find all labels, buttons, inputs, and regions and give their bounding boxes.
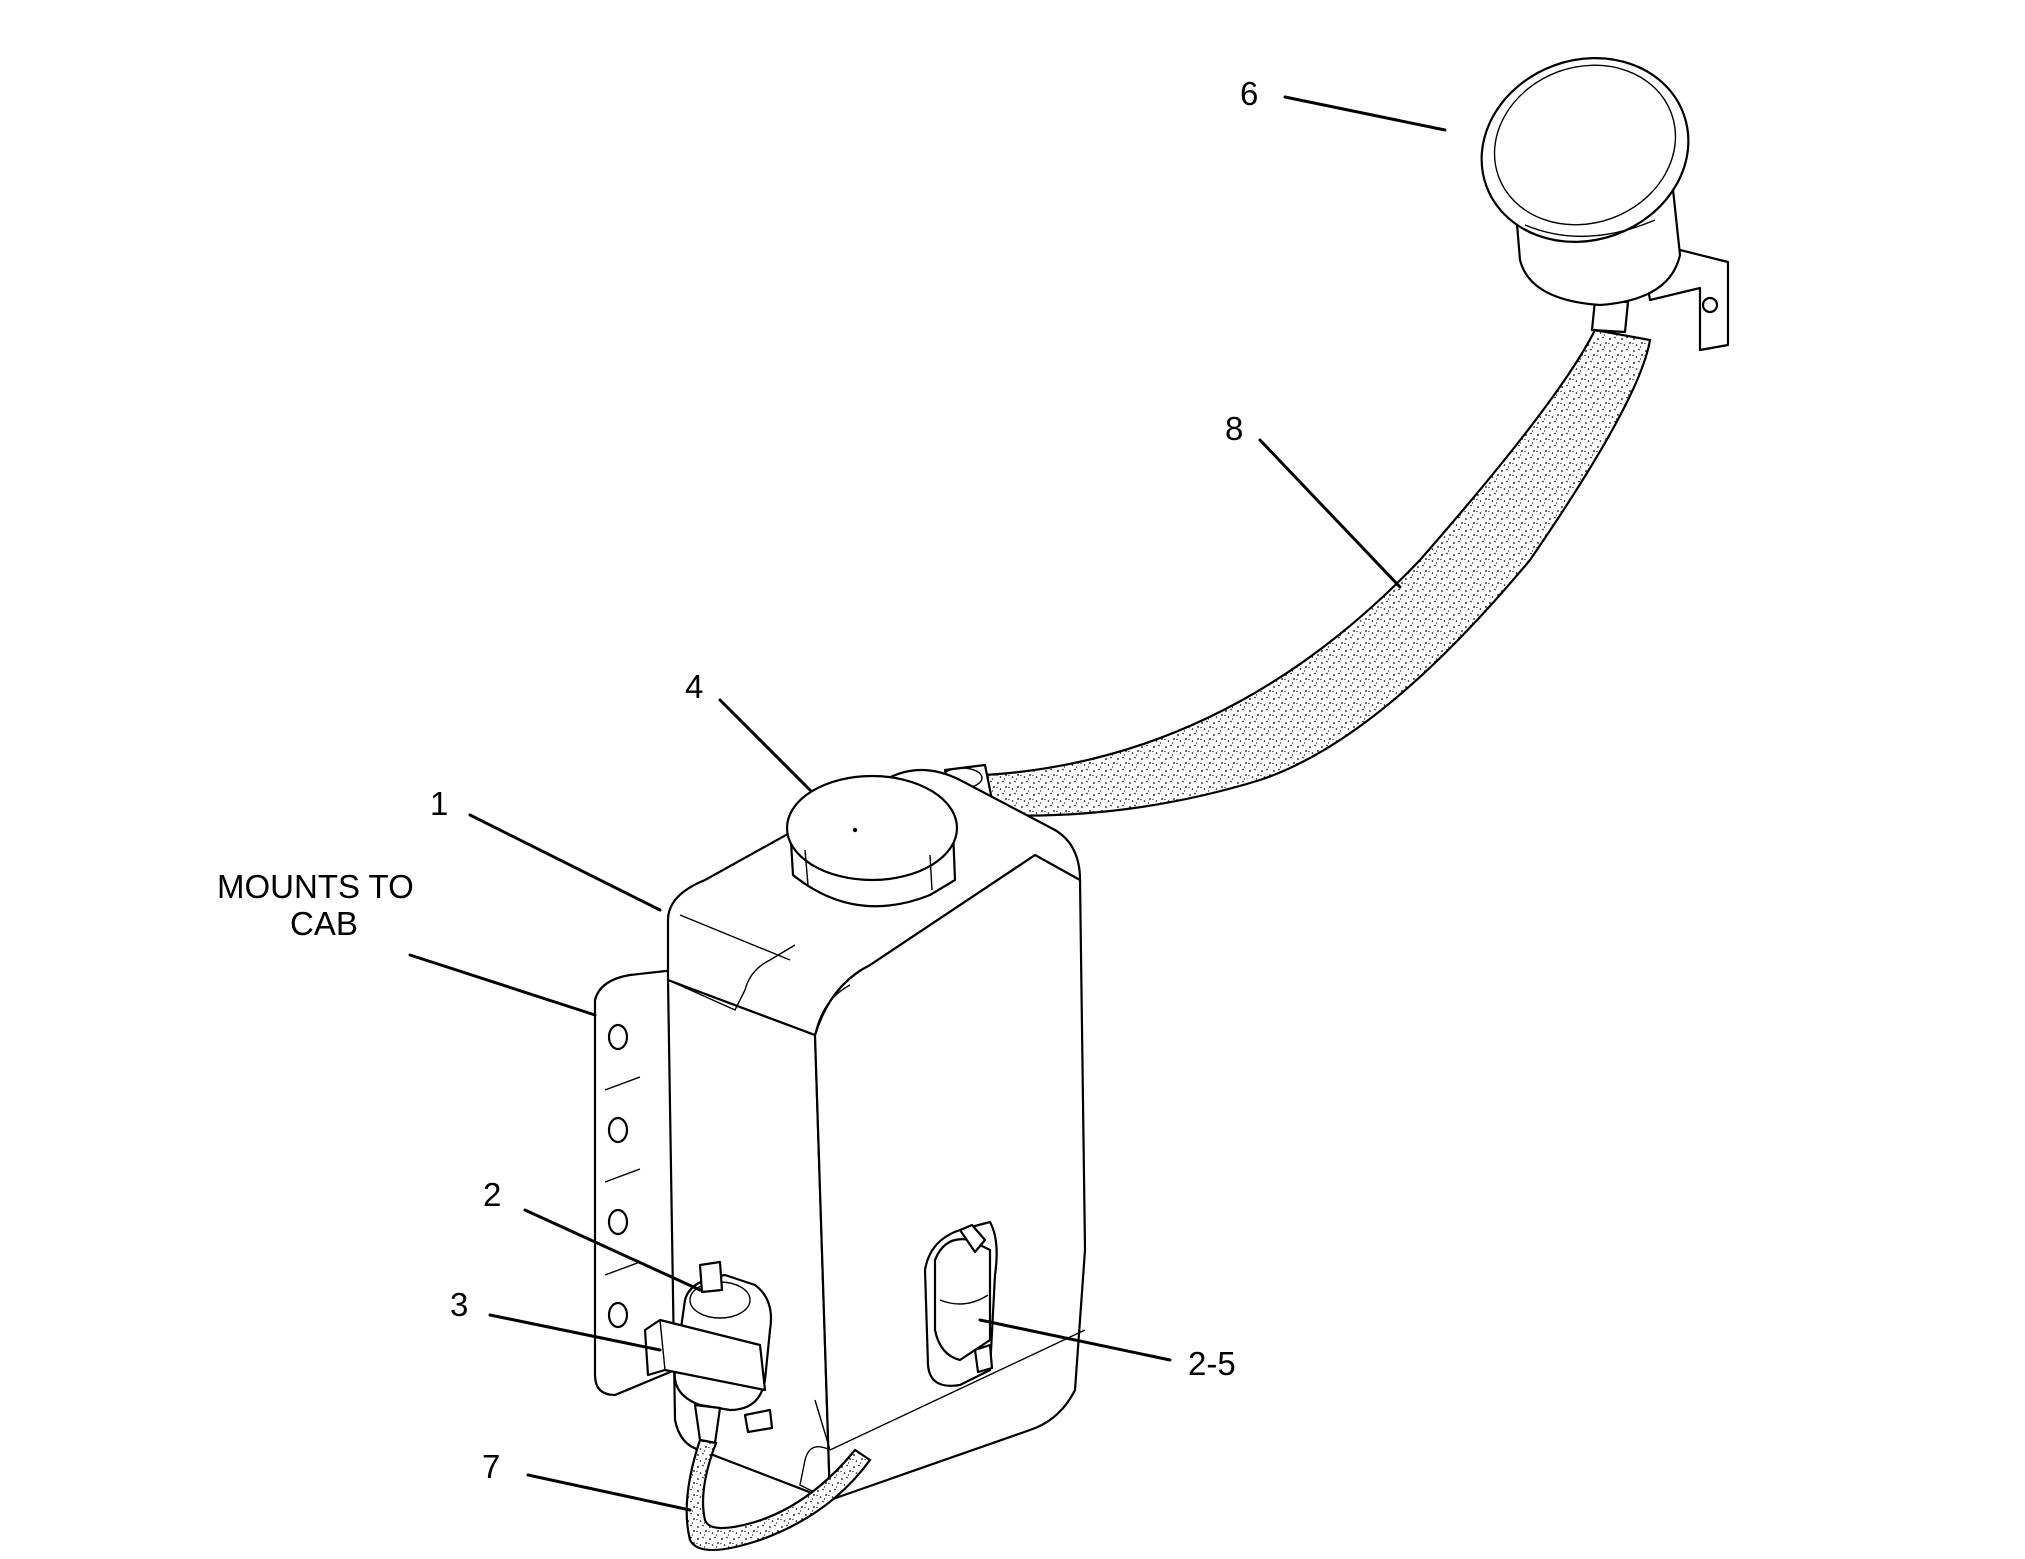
- callout-6: 6: [1240, 75, 1258, 112]
- mounting-bracket: [593, 968, 677, 1397]
- rear-washer-pump-2-5: [933, 1223, 994, 1374]
- callout-3: 3: [450, 1286, 468, 1323]
- callout-7: 7: [482, 1448, 500, 1485]
- front-washer-pump-2: [643, 1260, 774, 1445]
- leader-lines: [408, 95, 1447, 1512]
- washer-hose-8: [983, 328, 1652, 817]
- callout-2-5: 2-5: [1188, 1345, 1236, 1382]
- callout-2: 2: [483, 1176, 501, 1213]
- note-mounts-to-line2: CAB: [290, 905, 358, 942]
- washer-hose-7: [685, 1438, 872, 1551]
- note-mounts-to-line1: MOUNTS TO: [217, 868, 414, 905]
- callout-1: 1: [430, 785, 448, 822]
- callout-8: 8: [1225, 410, 1243, 447]
- washer-nozzle-6: [1480, 57, 1730, 352]
- filler-cap-4: [785, 774, 959, 908]
- callout-4: 4: [685, 668, 703, 705]
